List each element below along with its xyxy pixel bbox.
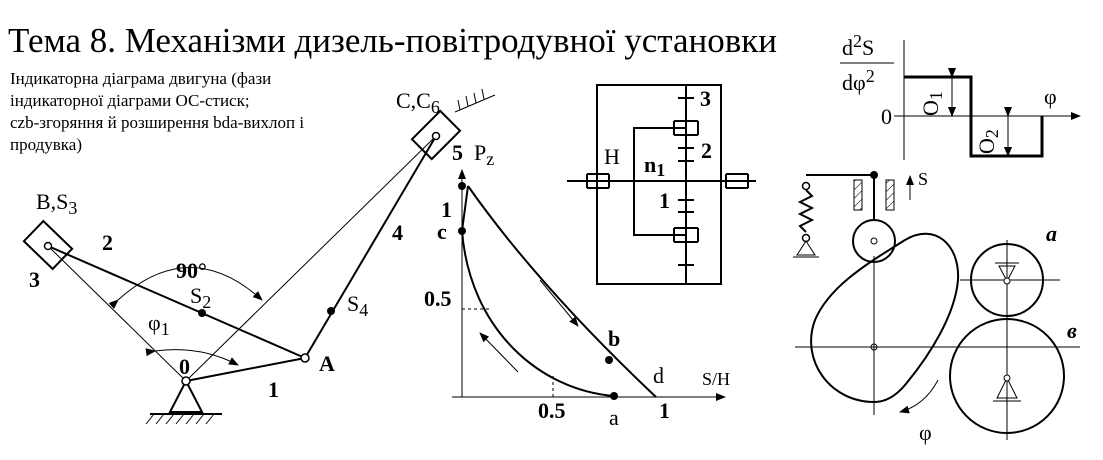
ground-support-o (168, 378, 204, 413)
crank-link-1 (185, 357, 306, 382)
gear-v-support (996, 376, 1018, 399)
point-s4 (327, 307, 335, 315)
spring (797, 189, 815, 233)
page-title: Тема 8. Механізми дизель-повітродувної у… (8, 21, 777, 60)
label-phi-cam: φ (919, 420, 932, 445)
carrier-frame (633, 127, 686, 236)
bearing-right (725, 173, 749, 189)
guide-c-line (454, 94, 496, 113)
expansion-curve (467, 185, 657, 398)
gear-a-center (1003, 277, 1011, 285)
label-o2: O2 (974, 129, 1002, 154)
joint-c (431, 131, 441, 141)
guide-line-b (47, 245, 187, 382)
guide-line-c (185, 135, 437, 382)
point-a (610, 392, 618, 400)
gear-v-center (1003, 374, 1011, 382)
joint-a (300, 353, 310, 363)
label-s: S (918, 169, 928, 189)
label-link-1: 1 (268, 377, 279, 402)
label-gear-2: 2 (701, 138, 712, 163)
label-phi1: φ1 (148, 310, 170, 339)
note-line-4: продувка) (10, 135, 82, 154)
point-s2 (198, 309, 206, 317)
cam-profile (810, 232, 960, 404)
label-bs3: B,S3 (36, 189, 77, 218)
spring-top-joint (801, 181, 811, 191)
label-05-x: 0.5 (538, 398, 566, 423)
label-1-y: 1 (441, 197, 452, 222)
label-h: H (604, 144, 620, 169)
acceleration-diagram: d2S dφ2 0 φ O1 O2 (840, 31, 1081, 160)
slider-c (410, 109, 462, 161)
roller-center (870, 237, 878, 245)
note-line-2: індикаторної діаграми ОС-стиск; (10, 91, 250, 110)
gear-marks (678, 97, 694, 266)
note-line-1: Індикаторна діаграма двигуна (фази (10, 69, 271, 88)
linkage-mechanism: B,S3 C,C6 90° φ1 S2 S4 A 0 1 2 3 4 (22, 88, 496, 425)
guide-left (853, 179, 863, 211)
guide-right (885, 179, 895, 211)
compression-curve (461, 230, 615, 397)
planetary-gearbox: H n1 3 2 1 (567, 84, 756, 285)
label-angle-90: 90° (176, 258, 207, 283)
label-pz: Pz (474, 140, 494, 169)
label-dphi2: dφ2 (842, 66, 875, 95)
label-d: d (653, 363, 664, 388)
label-5: 5 (452, 140, 463, 165)
point-top (458, 182, 466, 190)
joint-o (181, 376, 191, 386)
label-gear-3: 3 (700, 86, 711, 111)
label-phi-axis: φ (1044, 84, 1057, 109)
label-gear-a: а (1046, 221, 1057, 246)
label-cc6: C,C6 (396, 88, 440, 117)
joint-b (43, 241, 53, 251)
label-a-x: a (609, 405, 619, 430)
expansion-arrow (539, 279, 579, 327)
label-zero: 0 (881, 104, 892, 129)
slider-3 (22, 219, 74, 271)
bearing-left (586, 173, 610, 189)
gear-a-support (998, 265, 1016, 283)
gearbox-housing (596, 84, 722, 285)
bearing-bottom (673, 227, 699, 243)
label-s-h: S/H (702, 369, 730, 389)
connecting-rod-4 (304, 135, 437, 359)
cam-rotation-arrow (899, 379, 939, 414)
cam-mechanism: S а в φ (793, 169, 1080, 445)
note-line-3: czb-згоряння й розширення bda-вихлоп і (10, 113, 304, 132)
description-note: Індикаторна діаграма двигуна (фази індик… (10, 69, 304, 154)
label-0: 0 (179, 354, 190, 379)
label-s2: S2 (190, 283, 211, 312)
spring-support (796, 240, 816, 256)
point-b (605, 356, 613, 364)
compression-arrow (479, 332, 519, 373)
label-n1: n1 (644, 152, 665, 180)
label-d2s: d2S (842, 31, 874, 60)
label-gear-v: в (1067, 318, 1077, 343)
indicator-diagram: 5 Pz 1 c 0.5 b d S/H 0.5 a 1 (424, 140, 730, 430)
label-b: b (608, 326, 620, 351)
label-link-2: 2 (102, 230, 113, 255)
label-a: A (319, 351, 335, 376)
angle-phi1-arc (145, 348, 239, 366)
label-link-3: 3 (29, 267, 40, 292)
label-1-x: 1 (659, 398, 670, 423)
bearing-top (673, 120, 699, 136)
label-c: c (437, 219, 447, 244)
label-05-y: 0.5 (424, 286, 452, 311)
ground-hatch-o (145, 413, 215, 425)
point-c (458, 227, 466, 235)
label-s4: S4 (347, 291, 368, 320)
label-link-4: 4 (392, 220, 403, 245)
label-o1: O1 (918, 91, 946, 116)
combustion-line (461, 185, 469, 232)
angle-90-arc (108, 267, 263, 309)
guide-c-hatch (457, 88, 485, 111)
label-gear-1: 1 (659, 188, 670, 213)
